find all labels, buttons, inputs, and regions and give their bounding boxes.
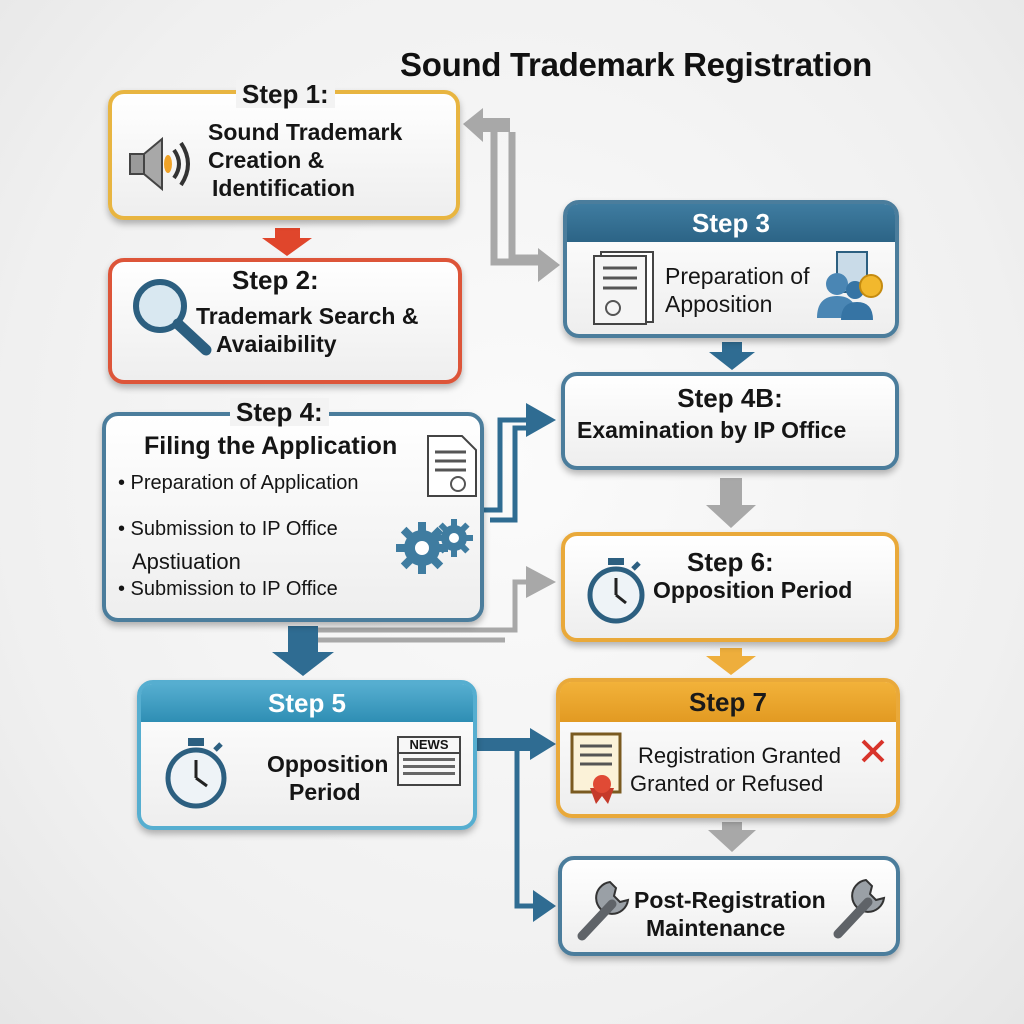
step4-bullet2: • Submission to IP Office	[118, 518, 338, 540]
step4-extra: Apstiuation	[132, 549, 241, 574]
step1-line1: Sound Trademark	[208, 119, 403, 145]
maintenance-line2: Maintenance	[646, 915, 786, 941]
step7-header: Step 7	[560, 682, 896, 722]
arrow-into-step6	[526, 566, 556, 598]
step4b-box: Step 4B: Examination by IP Office	[561, 372, 899, 470]
wrench-icon	[833, 878, 886, 939]
people-coin-icon	[817, 251, 883, 320]
connector-step1-to-step3	[490, 132, 540, 266]
step2-label: Step 2:	[232, 265, 319, 295]
arrow-into-step4b	[526, 403, 556, 437]
step3-box: Step 3 Preparation of Apposition	[563, 200, 899, 338]
step5-line1: Opposition	[267, 751, 389, 777]
connector-step4-to-step6	[300, 579, 528, 643]
magnifier-icon	[133, 279, 212, 356]
step6-box: Step 6: Opposition Period	[561, 532, 899, 642]
step4-subtitle: Filing the Application	[144, 432, 398, 460]
step2-line1: Trademark Search &	[196, 303, 419, 329]
step7-label: Step 7	[688, 687, 768, 717]
step2-box: Trademark Search & Avaiaibility	[108, 258, 462, 384]
application-document-icon	[427, 435, 477, 497]
document-icon	[593, 251, 654, 325]
diagram-title: Sound Trademark Registration	[400, 46, 873, 83]
arrow-step1-to-step2	[262, 228, 312, 256]
arrow-step4-to-step5	[272, 626, 334, 676]
arrow-into-step1	[463, 108, 510, 142]
step1-line2: Creation &	[208, 147, 325, 173]
step4b-label: Step 4B:	[677, 383, 783, 413]
step1-label: Step 1:	[236, 80, 335, 108]
step3-line1: Preparation of	[665, 263, 810, 289]
step3-label: Step 3	[691, 208, 771, 238]
step4b-line1: Examination by IP Office	[577, 417, 847, 443]
step5-header: Step 5	[141, 684, 473, 722]
step3-line2: Apposition	[665, 291, 773, 317]
arrow-into-step7	[530, 728, 556, 760]
maintenance-line1: Post-Registration	[634, 887, 826, 913]
step4-bullet3: • Submission to IP Office	[118, 578, 338, 600]
step1-box: Sound Trademark Creation & Identificatio…	[108, 90, 460, 220]
step2-line2: Avaiaibility	[216, 331, 337, 357]
step4-box: Filing the Application • Preparation of …	[102, 412, 484, 622]
arrow-step6-to-step7	[706, 648, 756, 675]
step6-label: Step 6:	[687, 547, 774, 577]
maintenance-box: Post-Registration Maintenance	[558, 856, 900, 956]
arrow-step7-to-maintenance	[708, 822, 756, 852]
step5-label: Step 5	[267, 688, 347, 718]
step7-line1: Registration Granted	[638, 743, 841, 768]
gears-icon	[396, 519, 473, 574]
step3-header: Step 3	[567, 204, 895, 242]
arrow-step4b-to-step6	[706, 478, 756, 528]
cross-icon	[861, 739, 885, 763]
step6-line1: Opposition Period	[653, 577, 853, 603]
newspaper-icon: NEWS	[397, 736, 461, 786]
step4-bullet1: • Preparation of Application	[118, 472, 359, 494]
connector-step4-to-step4b	[480, 417, 528, 523]
stopwatch-icon	[587, 558, 645, 624]
wrench-icon	[577, 880, 630, 941]
certificate-icon	[570, 732, 622, 804]
speaker-icon	[129, 136, 190, 192]
newspaper-title: NEWS	[399, 738, 459, 754]
arrow-step3-to-step4b	[709, 342, 755, 370]
step7-box: Step 7 Registration Granted Granted or R…	[556, 678, 900, 818]
arrow-into-step3	[538, 248, 560, 282]
arrow-into-maintenance	[533, 890, 556, 922]
connector-step5-to-step7	[476, 738, 532, 751]
stopwatch-icon	[165, 738, 227, 809]
connector-to-maintenance	[514, 744, 535, 909]
step1-line3: Identification	[212, 175, 356, 201]
step5-box: Step 5 Opposition Period NEWS	[137, 680, 477, 830]
step4-label: Step 4:	[230, 398, 329, 426]
step5-line2: Period	[289, 779, 361, 805]
step7-line2: Granted or Refused	[630, 771, 824, 796]
